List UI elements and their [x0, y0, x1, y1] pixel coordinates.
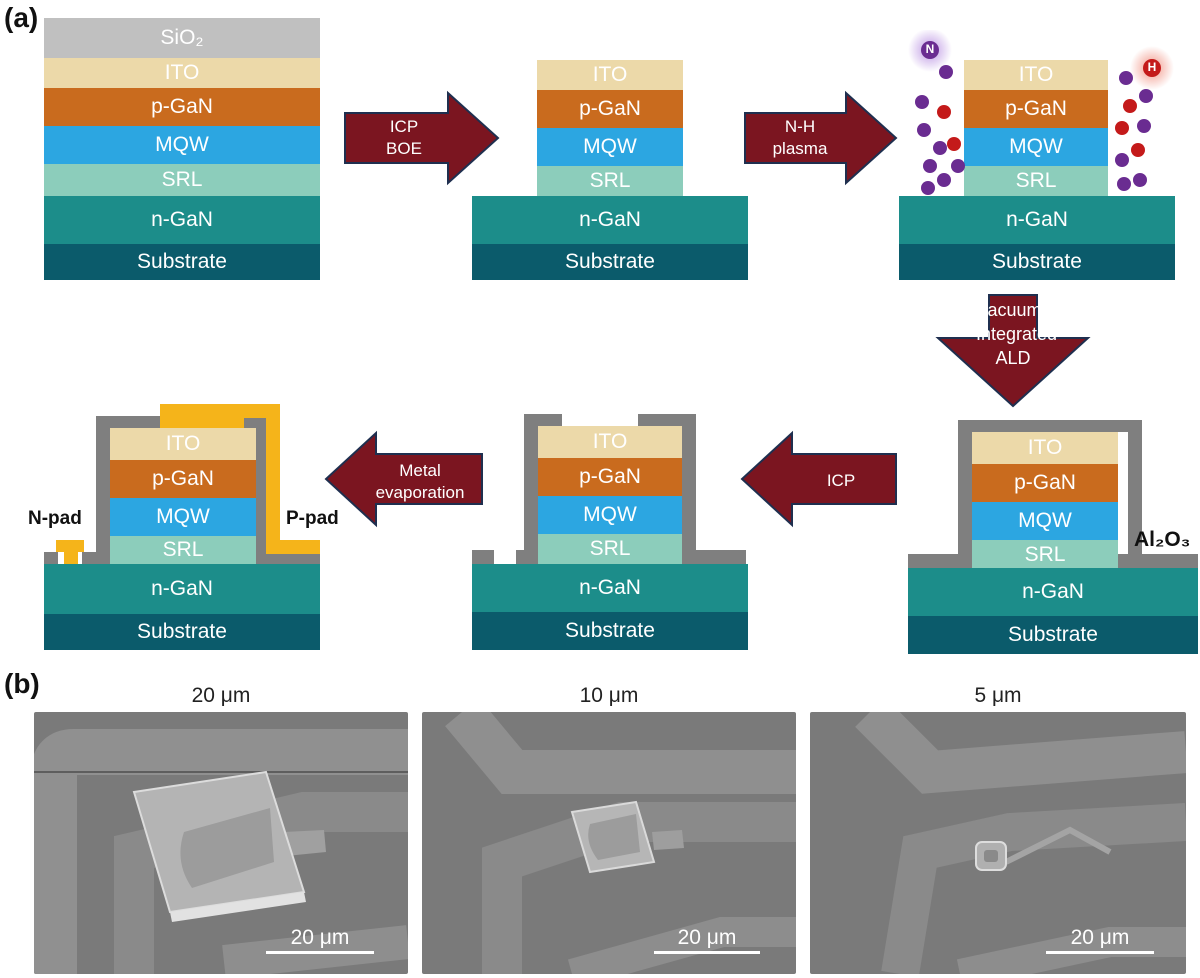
- sem-scale-bar-2: [654, 951, 760, 954]
- layer-p-gan: p-GaN: [538, 458, 682, 496]
- arrow-metal-evaporation: [324, 430, 483, 528]
- arrow-nh-plasma: [744, 90, 898, 186]
- sem-scale-label-3: 20 μm: [1070, 926, 1130, 949]
- layer-ito: ITO: [44, 58, 320, 88]
- panel-label-a: (a): [4, 2, 39, 33]
- arrow-icp-boe: [344, 90, 500, 186]
- arrow-text-line: plasma: [772, 139, 828, 158]
- nitrogen-atom-label: N: [925, 42, 935, 56]
- layer-ito: ITO: [537, 60, 683, 90]
- sem-scale-label-1: 20 μm: [290, 926, 350, 949]
- layer-ito: ITO: [972, 432, 1118, 464]
- layer-substrate: Substrate: [899, 244, 1175, 280]
- sem-image-5um-drawing: [810, 712, 1186, 974]
- al2o3-right-wall: [1128, 420, 1142, 564]
- panel-label-b: (b): [4, 668, 40, 699]
- al2o3-top-right: [638, 414, 696, 426]
- layer-srl: SRL: [972, 540, 1118, 570]
- layer-srl: SRL: [537, 166, 683, 196]
- layer-p-gan: p-GaN: [44, 88, 320, 126]
- al2o3-label: Al₂O₃: [1134, 528, 1191, 551]
- layer-substrate: Substrate: [44, 244, 320, 280]
- arrow-metal-evaporation-label: Metal evaporation: [362, 460, 478, 504]
- n-pad-label: N-pad: [28, 508, 82, 529]
- sem-scale-label-2: 20 μm: [677, 926, 737, 949]
- layer-p-gan: p-GaN: [964, 90, 1108, 128]
- layer-p-gan: p-GaN: [972, 464, 1118, 502]
- sem-image-20um: [34, 712, 408, 974]
- sem-image-5um: [810, 712, 1186, 974]
- layer-mqw: MQW: [538, 496, 682, 534]
- al2o3-bottom-left-stub: [44, 552, 58, 564]
- arrow-icp-boe-label: ICP BOE: [360, 116, 448, 160]
- sem-title-20um: 20 μm: [191, 684, 251, 707]
- layer-mqw: MQW: [44, 126, 320, 164]
- layer-n-gan: n-GaN: [44, 196, 320, 244]
- al2o3-left-wall: [524, 414, 538, 560]
- sem-image-20um-drawing: [34, 712, 408, 974]
- layer-sio2: SiO₂: [44, 18, 320, 58]
- al2o3-top-left: [96, 416, 160, 428]
- layer-substrate: Substrate: [44, 614, 320, 650]
- arrow-text-line: evaporation: [375, 483, 465, 502]
- arrow-text-line: N-H: [784, 117, 816, 136]
- layer-n-gan: n-GaN: [472, 196, 748, 244]
- layer-mqw: MQW: [972, 502, 1118, 540]
- layer-ito: ITO: [964, 60, 1108, 90]
- al2o3-bottom-left: [472, 550, 494, 564]
- layer-n-gan: n-GaN: [908, 568, 1198, 616]
- p-pad-metal-foot: [266, 540, 320, 554]
- plasma-particles: [908, 30, 1174, 195]
- layer-n-gan: n-GaN: [899, 196, 1175, 244]
- arrow-icp: [740, 430, 897, 528]
- al2o3-left-wall: [958, 420, 972, 564]
- arrow-text-line: Metal: [399, 461, 441, 480]
- arrow-text-line: Integrated: [976, 324, 1058, 344]
- layer-srl: SRL: [538, 534, 682, 564]
- arrow-nh-plasma-label: N-H plasma: [758, 116, 842, 160]
- layer-p-gan: p-GaN: [110, 460, 256, 498]
- layer-substrate: Substrate: [472, 612, 748, 650]
- layer-n-gan: n-GaN: [472, 564, 748, 612]
- layer-p-gan: p-GaN: [537, 90, 683, 128]
- layer-substrate: Substrate: [908, 616, 1198, 654]
- layer-n-gan: n-GaN: [44, 564, 320, 614]
- sem-title-5um: 5 μm: [974, 684, 1022, 707]
- arrow-text-line: ICP: [826, 471, 856, 490]
- al2o3-right-wall: [682, 414, 696, 560]
- layer-srl: SRL: [964, 166, 1108, 196]
- arrow-text-line: ALD: [995, 348, 1031, 368]
- al2o3-top: [958, 420, 1142, 432]
- sem-image-10um-drawing: [422, 712, 796, 974]
- sem-title-10um: 10 μm: [579, 684, 639, 707]
- layer-mqw: MQW: [964, 128, 1108, 166]
- arrow-text-line: BOE: [386, 139, 422, 158]
- arrow-ald-label: vacuum- Integrated ALD: [976, 298, 1058, 370]
- layer-srl: SRL: [110, 536, 256, 564]
- n-pad-metal-stem: [64, 548, 78, 566]
- arrow-text-line: ICP: [389, 117, 419, 136]
- al2o3-left-wall: [96, 416, 110, 562]
- arrow-text-line: vacuum-: [978, 300, 1048, 320]
- layer-mqw: MQW: [110, 498, 256, 536]
- arrow-icp-label: ICP: [796, 470, 886, 492]
- sem-image-10um: [422, 712, 796, 974]
- sem-scale-bar-3: [1046, 951, 1154, 954]
- layer-ito: ITO: [110, 428, 256, 460]
- p-pad-metal-wall: [266, 404, 280, 554]
- p-pad-contact: [160, 404, 244, 428]
- sem-scale-bar-1: [266, 951, 374, 954]
- p-pad-label: P-pad: [286, 508, 339, 529]
- arrow-ald: [935, 294, 1091, 408]
- layer-mqw: MQW: [537, 128, 683, 166]
- layer-ito: ITO: [538, 426, 682, 458]
- hydrogen-atom-label: H: [1147, 60, 1157, 74]
- layer-substrate: Substrate: [472, 244, 748, 280]
- layer-srl: SRL: [44, 164, 320, 196]
